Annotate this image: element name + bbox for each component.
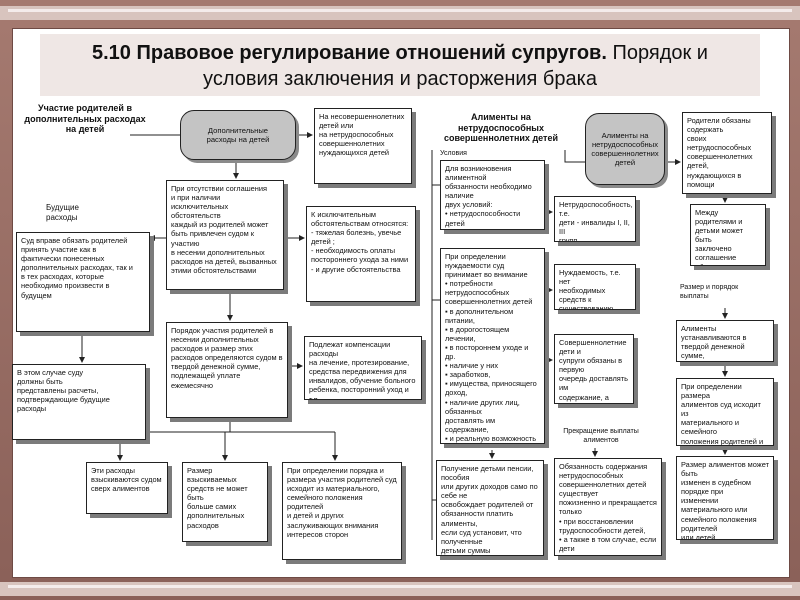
- court-may-oblige-box: Суд вправе обязать родителей принять уча…: [16, 232, 150, 332]
- conditions-label: Условия: [440, 150, 467, 157]
- agreement-box: Между родителями и детьми может быть зак…: [690, 204, 766, 266]
- title-part-2: условия заключения и расторжения брака: [203, 68, 597, 90]
- two-conditions-box: Для возникновения алиментной обязанности…: [440, 160, 545, 230]
- termination-label: Прекращение выплаты алиментов: [563, 428, 639, 444]
- no-agreement-box: При отсутствии соглашения и при наличии …: [166, 180, 284, 290]
- additional-expenses-oval: Дополнительные расходы на детей: [180, 110, 296, 160]
- pension-box: Получение детьми пенсии, пособия или дру…: [436, 460, 544, 556]
- neediness-criteria-box: При определении нуждаемости суд принимае…: [440, 248, 545, 444]
- bottom-stripe-line: [8, 585, 792, 588]
- neediness-definition-box: Нуждаемость, т.е. нет необходимых средст…: [554, 264, 636, 310]
- court-determines-box: При определении порядка и размера участи…: [282, 462, 402, 560]
- future-expenses-label: Будущие расходы: [46, 203, 79, 222]
- exceptional-circumstances-box: К исключительным обстоятельствам относят…: [306, 206, 416, 302]
- line-branch-horizontal: [120, 420, 335, 433]
- compensation-box: Подлежат компенсации расходы на лечение,…: [304, 336, 422, 400]
- fixed-sum-box: Алименты устанавливаются в твердой денеж…: [676, 320, 774, 362]
- title-part-1: Порядок и: [612, 42, 708, 64]
- alimony-disabled-oval: Алименты на нетрудоспособных совершеннол…: [585, 113, 665, 185]
- participation-order-box: Порядок участия родителей в несении допо…: [166, 322, 288, 418]
- top-decorative-stripe: [0, 6, 800, 20]
- line-right-oval-to-middle: [564, 150, 585, 163]
- adult-relatives-box: Совершеннолетние дети и супруги обязаны …: [554, 334, 634, 404]
- minors-box: На несовершеннолетних детей или на нетру…: [314, 108, 412, 184]
- size-determination-box: При определении размера алиментов суд ис…: [676, 378, 774, 446]
- top-stripe-line: [8, 9, 792, 12]
- termination-box: Обязанность содержания нетрудоспособных …: [554, 458, 662, 556]
- size-change-box: Размер алиментов может быть изменен в су…: [676, 456, 774, 540]
- title-bar: [40, 34, 760, 96]
- middle-heading: Алименты на нетрудоспособных совершеннол…: [444, 112, 558, 144]
- left-heading: Участие родителей в дополнительных расхо…: [24, 103, 146, 135]
- amount-limit-box: Размер взыскиваемых средств не может быт…: [182, 462, 268, 542]
- calculations-box: В этом случае суду должны быть представл…: [12, 364, 146, 440]
- size-and-order-label: Размер и порядок выплаты: [680, 284, 739, 300]
- disability-box: Нетрудоспособность, т.е. дети - инвалиды…: [554, 196, 636, 242]
- parents-obliged-box: Родители обязаны содержать своих нетрудо…: [682, 112, 772, 194]
- title-bold-part: 5.10 Правовое регулирование отношений су…: [92, 42, 607, 64]
- bottom-decorative-stripe: [0, 582, 800, 596]
- slide-title: 5.10 Правовое регулирование отношений су…: [40, 40, 760, 92]
- recovered-separately-box: Эти расходы взыскиваются судом сверх али…: [86, 462, 168, 514]
